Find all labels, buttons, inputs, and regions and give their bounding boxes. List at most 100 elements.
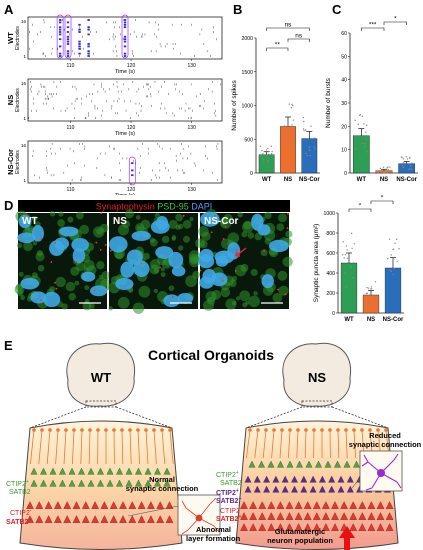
deep-layer-neuron	[137, 515, 146, 523]
psd95-signal	[70, 266, 80, 276]
upper-layer-neuron	[40, 467, 47, 475]
data-point	[292, 143, 294, 146]
data-point	[384, 172, 386, 174]
upper-layer-neuron	[106, 479, 114, 487]
deep-layer-neuron	[128, 501, 137, 509]
deep-layer-neuron	[240, 512, 248, 520]
y-tick-label: 10	[341, 148, 347, 154]
synaptophysin-punctum	[40, 299, 42, 301]
upper-layer-neuron	[59, 479, 66, 487]
bar	[280, 126, 296, 174]
psd95-signal	[248, 295, 260, 308]
data-point	[371, 303, 374, 306]
data-point	[343, 257, 345, 259]
synaptophysin-punctum	[93, 289, 96, 292]
data-point	[370, 288, 373, 290]
burst-spike	[66, 50, 70, 53]
data-point	[341, 254, 344, 256]
radial-fiber	[271, 429, 275, 459]
data-point	[313, 137, 316, 139]
radial-fiber	[63, 429, 67, 465]
dapi-nucleus	[163, 294, 180, 308]
data-point	[270, 145, 273, 148]
raster-row-label: NS-Cor	[6, 149, 15, 175]
panel-letter-d: D	[4, 198, 13, 213]
y-axis-label: Number of spikes	[231, 79, 238, 130]
radial-fiber	[337, 429, 340, 459]
burst-spike	[58, 33, 62, 36]
synaptophysin-punctum	[286, 227, 289, 230]
upper-layer-neuron	[144, 479, 152, 487]
data-point	[286, 137, 288, 139]
deep-layer-neuron	[267, 523, 276, 531]
psd95-signal	[168, 285, 175, 291]
deep-layer-neuron	[258, 512, 267, 520]
radial-cell	[48, 428, 52, 432]
upper-layer-neuron	[68, 479, 76, 487]
wt-caption-1: Normal	[149, 475, 175, 484]
data-point	[408, 168, 410, 171]
psd95-signal	[225, 298, 237, 310]
radial-cell	[112, 428, 116, 432]
arrow-icon	[235, 247, 247, 257]
raster-tick-label: 120	[127, 125, 136, 131]
deep-layer-neuron	[303, 501, 312, 509]
upper-layer-neuron	[68, 467, 76, 475]
psd95-signal	[178, 245, 184, 251]
significance-label: ns	[285, 22, 293, 29]
burst-spike	[66, 40, 70, 43]
dapi-nucleus	[261, 274, 274, 289]
psd95-signal	[31, 215, 38, 222]
psd95-signal	[239, 290, 251, 302]
psd95-signal	[138, 285, 151, 298]
radial-cell	[88, 428, 92, 432]
data-point	[382, 172, 385, 174]
radial-fiber	[246, 429, 251, 459]
burst-spike	[131, 169, 134, 172]
dapi-nucleus	[43, 291, 61, 308]
radial-cell	[104, 428, 108, 432]
deep-layer-neuron	[376, 512, 385, 520]
psd95-signal	[189, 256, 200, 268]
synaptophysin-punctum	[50, 261, 53, 263]
data-point	[366, 303, 369, 306]
synaptophysin-punctum	[287, 212, 289, 215]
data-point	[366, 292, 368, 294]
deep-layer-neuron	[156, 501, 165, 509]
psd95-signal	[118, 224, 129, 236]
ns-layer1-sub: SATB2	[220, 480, 242, 487]
upper-layer-neuron	[78, 479, 85, 487]
data-point	[370, 286, 373, 288]
mixed-layer-neuron	[309, 475, 317, 483]
radial-cell	[144, 428, 148, 432]
upper-layer-neuron	[49, 467, 57, 475]
data-point	[303, 120, 305, 123]
raster-ytick: 16	[21, 19, 27, 24]
deep-layer-neuron	[267, 501, 276, 509]
bar	[352, 135, 370, 174]
y-tick-label: 50	[341, 54, 347, 60]
synaptophysin-punctum	[222, 238, 225, 240]
dapi-nucleus	[131, 230, 151, 242]
y-tick-label: 60	[341, 31, 347, 37]
psd95-signal	[67, 216, 74, 223]
raster-tick-label: 110	[66, 187, 74, 193]
burst-spike	[87, 45, 90, 48]
significance-label: ***	[369, 22, 377, 29]
radial-fiber	[145, 429, 149, 465]
upper-layer-neuron	[154, 479, 161, 487]
burst-spike	[123, 40, 127, 43]
deep-layer-neuron	[294, 501, 303, 509]
data-point	[262, 159, 265, 161]
upper-layer-neuron	[135, 467, 142, 475]
data-point	[308, 146, 311, 148]
data-point	[359, 114, 362, 116]
y-tick-label: 30	[341, 101, 347, 107]
data-point	[267, 161, 269, 163]
synaptophysin-punctum	[22, 217, 25, 220]
deep-layer-neuron	[258, 523, 267, 531]
deep-layer-neuron	[349, 501, 358, 509]
